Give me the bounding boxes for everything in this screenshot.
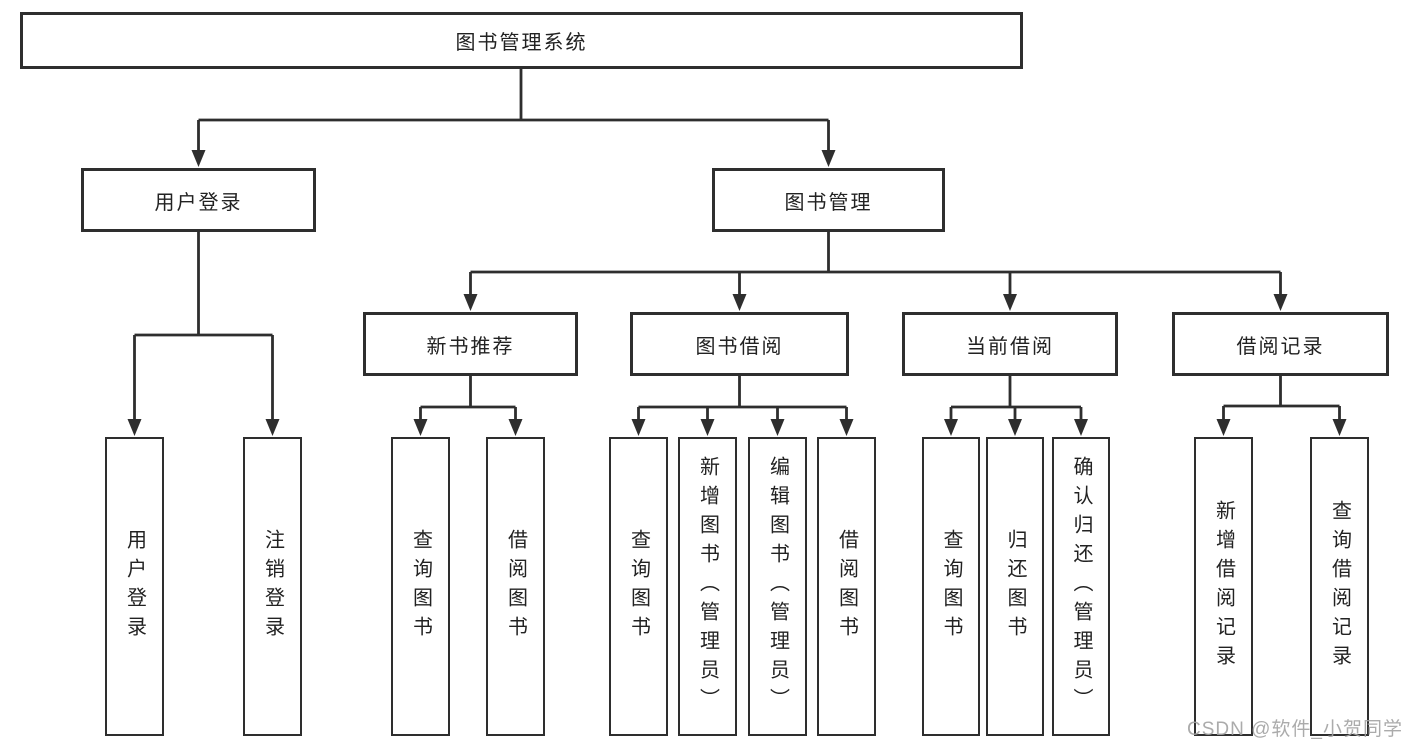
leaf-user-login: 用户登录 (105, 437, 164, 736)
node-new-book-recommend: 新书推荐 (363, 312, 578, 376)
arrowhead-down (413, 419, 428, 436)
leaf-confirm-return-admin: 确认归还（管理员） (1052, 437, 1110, 736)
arrowhead-down (839, 419, 854, 436)
leaf-user-login-label: 用户登录 (123, 528, 146, 645)
leaf-query-books-borrow-label: 查询图书 (627, 528, 650, 645)
node-root-label: 图书管理系统 (455, 32, 588, 54)
connector-bookborrow-to-leaves (637, 376, 848, 421)
node-new-book-recommend-label: 新书推荐 (426, 335, 515, 358)
node-current-borrow: 当前借阅 (902, 312, 1118, 376)
node-borrow-records-label: 借阅记录 (1236, 335, 1325, 358)
leaf-query-borrow-record: 查询借阅记录 (1310, 437, 1369, 736)
leaf-query-books-current-label: 查询图书 (940, 528, 962, 645)
connector-bookmgmt-to-level3 (469, 232, 1282, 296)
arrowhead-down (700, 419, 715, 436)
leaf-add-books-admin: 新增图书（管理员） (678, 437, 737, 736)
leaf-query-books-borrow: 查询图书 (609, 437, 668, 736)
arrowhead-down (631, 419, 646, 436)
node-book-management: 图书管理 (712, 168, 945, 232)
leaf-return-books: 归还图书 (986, 437, 1044, 736)
leaf-edit-books-admin: 编辑图书（管理员） (748, 437, 807, 736)
leaf-query-books-recommend: 查询图书 (391, 437, 450, 736)
arrowhead-down (508, 419, 523, 436)
leaf-borrow-books-recommend-label: 借阅图书 (504, 528, 527, 645)
leaf-logout: 注销登录 (243, 437, 302, 736)
node-current-borrow-label: 当前借阅 (966, 335, 1054, 358)
arrowhead-down (1074, 419, 1088, 436)
node-user-login-label: 用户登录 (154, 191, 243, 214)
connector-newbooks-to-leaves (419, 376, 517, 421)
leaf-add-borrow-record: 新增借阅记录 (1194, 437, 1253, 736)
arrowhead-down (944, 419, 958, 436)
arrowhead-down (821, 150, 836, 167)
arrowhead-down (191, 150, 206, 167)
arrowhead-down (1216, 419, 1231, 436)
arrowhead-down (1332, 419, 1347, 436)
connector-root-to-level2 (197, 69, 830, 152)
node-borrow-records: 借阅记录 (1172, 312, 1389, 376)
leaf-logout-label: 注销登录 (261, 528, 284, 645)
connector-records-to-leaves (1222, 376, 1341, 421)
connector-currentborrow-to-leaves (949, 376, 1083, 421)
arrowhead-down (463, 294, 478, 311)
connector-userlogin-to-leaves (133, 232, 274, 421)
leaf-query-borrow-record-label: 查询借阅记录 (1328, 499, 1351, 674)
arrowhead-down (770, 419, 785, 436)
csdn-watermark: CSDN @软件_小贺同学 (1187, 719, 1403, 740)
arrowhead-down (1008, 419, 1022, 436)
node-book-management-label: 图书管理 (784, 191, 873, 214)
leaf-borrow-books-label: 借阅图书 (835, 528, 858, 645)
leaf-confirm-return-admin-label: 确认归还（管理员） (1070, 456, 1092, 717)
leaf-borrow-books-recommend: 借阅图书 (486, 437, 545, 736)
leaf-borrow-books: 借阅图书 (817, 437, 876, 736)
leaf-query-books-current: 查询图书 (922, 437, 980, 736)
node-user-login: 用户登录 (81, 168, 316, 232)
arrowhead-down (1273, 294, 1288, 311)
arrowhead-down (1003, 294, 1017, 311)
arrowhead-down (265, 419, 280, 436)
leaf-query-books-recommend-label: 查询图书 (409, 528, 432, 645)
node-root: 图书管理系统 (20, 12, 1023, 69)
leaf-add-borrow-record-label: 新增借阅记录 (1212, 499, 1235, 674)
arrowhead-down (732, 294, 747, 311)
arrowhead-down (127, 419, 142, 436)
node-book-borrow: 图书借阅 (630, 312, 849, 376)
leaf-edit-books-admin-label: 编辑图书（管理员） (766, 456, 789, 717)
leaf-add-books-admin-label: 新增图书（管理员） (696, 456, 719, 717)
node-book-borrow-label: 图书借阅 (695, 335, 784, 358)
leaf-return-books-label: 归还图书 (1004, 528, 1026, 645)
